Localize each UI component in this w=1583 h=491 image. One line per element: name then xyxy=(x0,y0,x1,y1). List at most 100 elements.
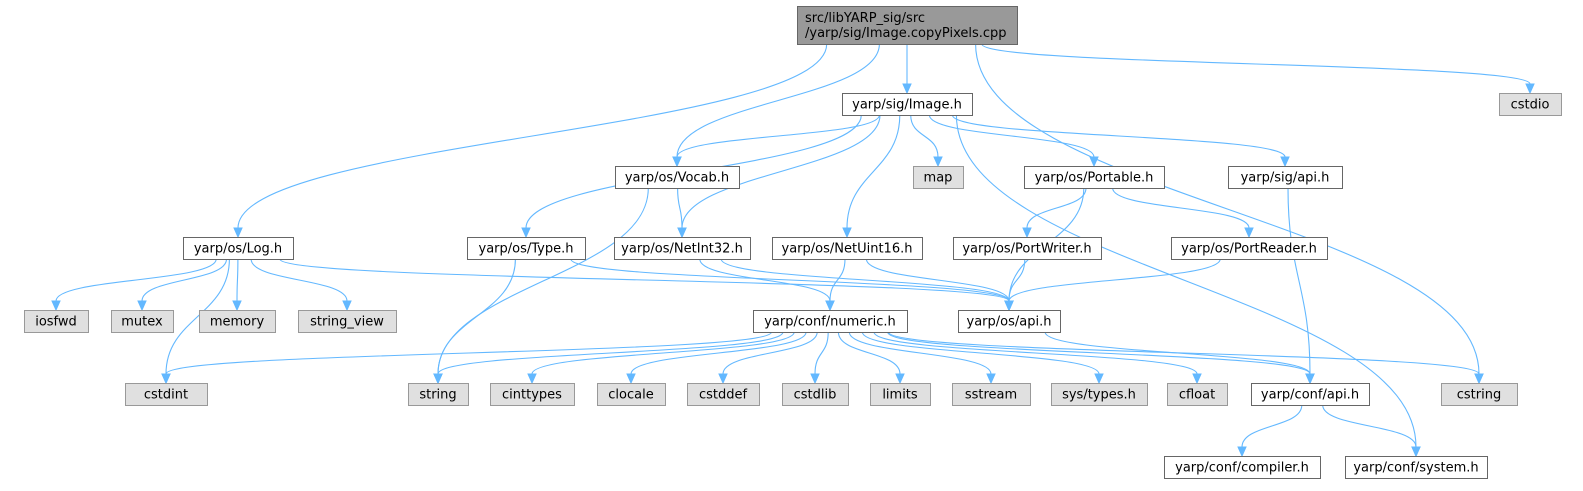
node-label: cstring xyxy=(1457,388,1501,403)
node-box xyxy=(1345,456,1488,479)
node-label: yarp/os/PortWriter.h xyxy=(962,242,1091,257)
edge-portreader_h-to-osapi_h xyxy=(1008,258,1221,302)
node-mutex: mutex xyxy=(111,310,174,333)
arrowhead-numeric_h-to-sstream xyxy=(986,373,996,385)
node-box xyxy=(1051,383,1148,406)
edge-numeric_h-to-sstream xyxy=(848,331,992,375)
node-vocab-h[interactable]: yarp/os/Vocab.h xyxy=(615,166,740,189)
node-box xyxy=(597,383,666,406)
edge-log_h-to-mutex xyxy=(141,258,228,302)
node-image-h[interactable]: yarp/sig/Image.h xyxy=(842,93,973,116)
node-label: cstdio xyxy=(1511,98,1550,113)
edge-root-to-log_h xyxy=(237,43,828,229)
node-box xyxy=(125,383,208,406)
node-compiler-h[interactable]: yarp/conf/compiler.h xyxy=(1164,456,1321,479)
node-map: map xyxy=(913,166,964,189)
node-numeric-h[interactable]: yarp/conf/numeric.h xyxy=(753,310,908,333)
node-label: yarp/conf/api.h xyxy=(1261,388,1359,403)
edge-root-to-cstring xyxy=(975,43,1480,375)
node-label: limits xyxy=(882,388,918,403)
node-label: yarp/os/NetUint16.h xyxy=(782,242,913,257)
node-portwriter-h[interactable]: yarp/os/PortWriter.h xyxy=(953,237,1102,260)
node-box xyxy=(953,237,1102,260)
node-label: yarp/os/PortReader.h xyxy=(1181,242,1317,257)
edge-root-to-vocab_h xyxy=(676,43,880,158)
node-sstream: sstream xyxy=(952,383,1031,406)
node-box xyxy=(490,383,575,406)
node-box xyxy=(1164,456,1321,479)
arrowhead-image_h-to-type_h xyxy=(521,227,531,239)
node-box xyxy=(24,310,89,333)
node-clocale: clocale xyxy=(597,383,666,406)
node-osapi-h[interactable]: yarp/os/api.h xyxy=(958,310,1061,333)
node-label: yarp/os/NetInt32.h xyxy=(621,242,743,257)
node-box xyxy=(1499,93,1562,116)
node-confapi-h[interactable]: yarp/conf/api.h xyxy=(1251,383,1370,406)
edge-confapi_h-to-compiler_h xyxy=(1241,404,1303,448)
node-box xyxy=(199,310,276,333)
edge-portwriter_h-to-osapi_h xyxy=(1008,258,1026,302)
node-box xyxy=(1251,383,1370,406)
node-sigapi-h[interactable]: yarp/sig/api.h xyxy=(1228,166,1343,189)
node-log-h[interactable]: yarp/os/Log.h xyxy=(183,237,294,260)
edge-numeric_h-to-cstdlib xyxy=(814,331,829,375)
edge-image_h-to-netint32_h xyxy=(681,114,881,229)
edge-numeric_h-to-systypes_h xyxy=(861,331,1100,375)
node-memory: memory xyxy=(199,310,276,333)
node-root[interactable]: src/libYARP_sig/src/yarp/sig/Image.copyP… xyxy=(797,6,1018,45)
edge-numeric_h-to-clocale xyxy=(630,331,807,375)
arrowhead-numeric_h-to-cstddef xyxy=(718,373,728,385)
edge-image_h-to-map xyxy=(910,114,939,158)
edge-image_h-to-netuint16_h xyxy=(846,114,901,229)
arrowhead-osapi_h-to-confapi_h xyxy=(1305,373,1315,385)
node-string: string xyxy=(408,383,469,406)
node-label: string xyxy=(419,388,456,403)
arrowhead-numeric_h-to-cstring xyxy=(1474,373,1484,385)
node-box xyxy=(1167,383,1228,406)
node-system-h[interactable]: yarp/conf/system.h xyxy=(1345,456,1488,479)
arrowhead-root-to-cstdio xyxy=(1525,83,1535,95)
node-label: clocale xyxy=(608,388,653,403)
node-label: yarp/os/api.h xyxy=(967,315,1052,330)
node-string-view: string_view xyxy=(298,310,397,333)
node-label: yarp/conf/compiler.h xyxy=(1175,461,1309,476)
node-netuint16-h[interactable]: yarp/os/NetUint16.h xyxy=(772,237,923,260)
edge-netint32_h-to-numeric_h xyxy=(699,258,831,302)
node-cstring: cstring xyxy=(1441,383,1518,406)
node-limits: limits xyxy=(870,383,931,406)
node-box xyxy=(111,310,174,333)
edge-numeric_h-to-cfloat xyxy=(873,331,1198,375)
arrowhead-numeric_h-to-clocale xyxy=(626,373,636,385)
node-cstdint: cstdint xyxy=(125,383,208,406)
node-label: mutex xyxy=(121,315,163,330)
edge-root-to-cstdio xyxy=(981,43,1531,85)
edge-numeric_h-to-limits xyxy=(837,331,901,375)
edge-confapi_h-to-system_h xyxy=(1322,404,1417,448)
node-iosfwd: iosfwd xyxy=(24,310,89,333)
arrowhead-image_h-to-netuint16_h xyxy=(842,227,852,239)
node-cstdlib: cstdlib xyxy=(782,383,849,406)
node-portreader-h[interactable]: yarp/os/PortReader.h xyxy=(1171,237,1328,260)
node-portable-h[interactable]: yarp/os/Portable.h xyxy=(1024,166,1165,189)
edge-netint32_h-to-osapi_h xyxy=(720,258,1010,302)
node-netint32-h[interactable]: yarp/os/NetInt32.h xyxy=(614,237,751,260)
edge-osapi_h-to-confapi_h xyxy=(1044,331,1311,375)
node-box xyxy=(1171,237,1328,260)
node-box xyxy=(615,166,740,189)
arrowhead-portreader_h-to-osapi_h xyxy=(1004,300,1014,312)
edge-type_h-to-string xyxy=(437,258,516,375)
arrowhead-log_h-to-memory xyxy=(232,300,242,312)
edge-numeric_h-to-cstddef xyxy=(722,331,818,375)
node-label: yarp/os/Log.h xyxy=(194,242,282,257)
node-box xyxy=(1228,166,1343,189)
arrowhead-image_h-to-portable_h xyxy=(1089,156,1099,168)
node-label: yarp/conf/system.h xyxy=(1353,461,1478,476)
node-label: cfloat xyxy=(1179,388,1215,403)
nodes-layer: src/libYARP_sig/src/yarp/sig/Image.copyP… xyxy=(24,6,1562,479)
node-label: yarp/sig/api.h xyxy=(1241,171,1330,186)
arrowhead-root-to-log_h xyxy=(233,227,243,239)
node-type-h[interactable]: yarp/os/Type.h xyxy=(467,237,586,260)
edge-log_h-to-iosfwd xyxy=(55,258,217,302)
node-label: sys/types.h xyxy=(1062,388,1136,403)
edge-log_h-to-memory xyxy=(236,258,239,302)
